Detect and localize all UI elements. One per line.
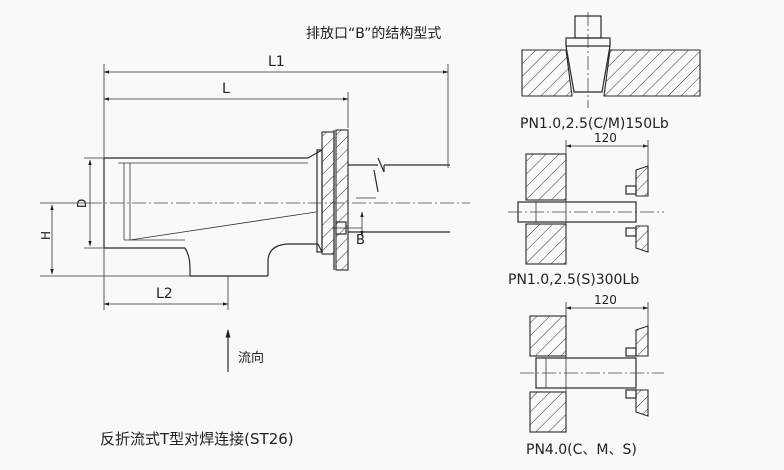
detail-2: 120 PN1.0,2.5(S)300Lb <box>508 131 664 288</box>
outlet-nozzle <box>348 157 450 233</box>
dimension-L1: L1 <box>103 54 449 74</box>
dimension-H: H <box>39 202 190 277</box>
dim-L1-label: L1 <box>268 54 285 70</box>
detail2-label: PN1.0,2.5(S)300Lb <box>508 272 639 288</box>
detail1-label: PN1.0,2.5(C/M)150Lb <box>520 116 669 132</box>
dim-L2-label: L2 <box>156 286 173 302</box>
detail3-label: PN4.0(C、M、S) <box>526 442 637 458</box>
dimension-L: L <box>103 81 349 101</box>
shell-body <box>103 149 323 277</box>
main-flange <box>316 129 362 271</box>
dim-L-label: L <box>222 81 230 97</box>
main-caption: 反折流式T型对焊连接(ST26) <box>100 430 294 448</box>
detail-title: 排放口“B”的结构型式 <box>306 26 441 42</box>
flow-arrow: 流向 <box>225 329 264 372</box>
dimension-B: B <box>356 197 376 248</box>
detail2-dim: 120 <box>594 131 617 145</box>
detail-1: PN1.0,2.5(C/M)150Lb <box>520 12 701 132</box>
dim-H-label: H <box>39 231 53 240</box>
flow-label: 流向 <box>238 350 264 366</box>
main-drawing: L1 L <box>39 54 470 448</box>
detail-3: 120 PN4.0(C、M、S) <box>520 293 664 458</box>
dimension-L2: L2 <box>103 252 229 310</box>
label-B: B <box>356 233 365 248</box>
detail3-dim: 120 <box>594 293 617 307</box>
